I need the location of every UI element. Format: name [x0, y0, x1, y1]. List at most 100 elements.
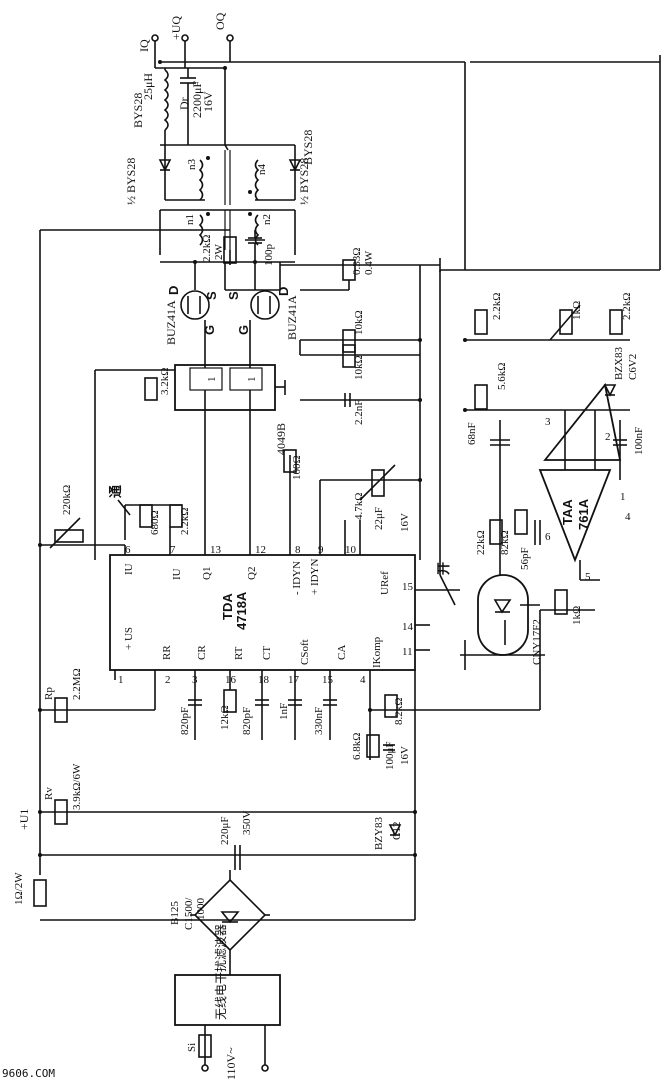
resistor-1k-b: [554, 589, 568, 615]
label-r1k-b: 1kΩ: [571, 606, 583, 625]
resistor-100: [283, 449, 297, 473]
label-d-left: D: [166, 286, 181, 295]
label-tda: TDA: [220, 593, 235, 620]
op-pin-3: 3: [545, 416, 551, 428]
label-taa: TAA: [560, 499, 575, 525]
label-4049b: 4049B: [274, 423, 288, 455]
label-d-right: D: [276, 287, 291, 296]
trimpot-1k: [559, 309, 573, 335]
label-cap-out-v: 16V: [201, 91, 215, 112]
label-r220k: 220kΩ: [61, 485, 73, 515]
resistor-22k: [489, 519, 503, 545]
label-r22k-top: 2.2kΩ: [491, 293, 503, 320]
label-2w: 2W: [213, 244, 225, 261]
label-s-right: S: [226, 291, 241, 300]
label-c68n: 68nF: [466, 422, 478, 445]
label-r680: 680Ω: [149, 510, 161, 535]
output-filter: [160, 68, 230, 146]
mosfets: [180, 258, 441, 360]
label-c1500: C1500/: [183, 897, 195, 930]
label-bys28-right: BYS28: [301, 130, 315, 165]
pin-cr: CR: [196, 645, 208, 660]
label-rp: Rp: [43, 687, 55, 700]
label-r32k: 3.2kΩ: [159, 368, 171, 395]
label-r82k-b: 8.2kΩ: [393, 698, 405, 725]
label-c16v: 16V: [399, 513, 411, 532]
bridge-rectifier: [190, 870, 270, 975]
label-n3: n3: [186, 159, 198, 171]
label-dr: Dr: [177, 97, 191, 110]
label-r10k-b: 10kΩ: [353, 355, 365, 380]
resistor-82k: [514, 509, 528, 535]
label-r39k: 3.9kΩ/6W: [71, 763, 83, 810]
label-c330n: 330nF: [313, 707, 325, 735]
pin-num-14: 14: [402, 621, 414, 633]
pin-num-18: 18: [258, 674, 270, 686]
inverter-4049: [174, 360, 286, 555]
label-u1: +U1: [17, 809, 31, 830]
label-guan: 通: [108, 485, 123, 498]
label-bzx83: BZX83: [613, 347, 625, 381]
label-c100n: 100nF: [633, 427, 645, 455]
op-pin-1: 1: [620, 491, 626, 503]
label-bys28-right2: ½ BYS28: [297, 158, 311, 205]
watermark: 9606.COM: [2, 1067, 55, 1080]
label-c22n: 2.2nF: [353, 400, 365, 425]
pin-ca: CA: [336, 645, 348, 660]
opamp-taa761a: [538, 382, 627, 581]
label-r22k-op: 22kΩ: [475, 530, 487, 555]
label-r22m: 2.2MΩ: [71, 668, 83, 700]
fuse: [198, 1034, 212, 1058]
pin-num-15: 15: [402, 581, 414, 593]
label-filter: 无线电干扰滤波器: [214, 924, 228, 1020]
pin-rt: RT: [233, 646, 245, 660]
label-c820b: 820pF: [241, 707, 253, 735]
pin-iu-a: IU: [123, 563, 135, 575]
resistor-5k6: [474, 384, 488, 410]
label-r68k: 6.8kΩ: [351, 733, 363, 760]
resistor-3k2: [144, 377, 158, 401]
pin-num-4: 4: [360, 674, 366, 686]
label-bys28-left: ½ BYS28: [124, 158, 138, 205]
pin-rr: RR: [161, 645, 173, 660]
pin-ikomp: IKomp: [371, 636, 383, 668]
pin-idyn-pos: + IDYN: [309, 558, 321, 595]
pin-num-6: 6: [125, 544, 131, 556]
trimpot-4k7: [371, 469, 385, 497]
op-pin-4: 4: [625, 511, 631, 523]
label-c1n: 1nF: [278, 703, 290, 720]
label-c100u: 100μF: [384, 741, 396, 770]
pin-num-13: 13: [210, 544, 222, 556]
label-r033: 0.33Ω: [351, 248, 363, 275]
label-iq: IQ: [137, 39, 151, 52]
emi-filter: [174, 974, 281, 1026]
pin-num-10: 10: [345, 544, 357, 556]
op-pin-6: 6: [545, 531, 551, 543]
label-rv: Rv: [43, 787, 55, 800]
label-bzy83: BZY83: [373, 817, 385, 851]
label-uq: +UQ: [169, 16, 183, 40]
label-c350v: 350V: [241, 811, 253, 836]
pin-num-15b: 15: [322, 674, 334, 686]
resistor-6k8: [366, 734, 380, 758]
label-mains: 110V~: [224, 1047, 238, 1080]
label-inv1: 1: [206, 377, 218, 383]
label-inv2: 1: [246, 377, 258, 383]
label-n1: n1: [184, 214, 196, 225]
pin-num-2: 2: [165, 674, 171, 686]
pot-220k: [54, 529, 84, 543]
label-25uh: 25μH: [141, 73, 155, 100]
label-r04w: 0.4W: [363, 250, 375, 275]
label-cap-out: 2200μF: [190, 81, 204, 118]
label-r1ohm: 1Ω/2W: [13, 872, 25, 905]
op-pin-5: 5: [585, 571, 591, 583]
label-c100u-v: 16V: [399, 746, 411, 765]
pin-num-1: 1: [118, 674, 124, 686]
label-r56k: 5.6kΩ: [496, 363, 508, 390]
resistor-2k2-a: [474, 309, 488, 335]
op-pin-2: 2: [605, 431, 611, 443]
pin-num-17: 17: [288, 674, 300, 686]
label-1000: 1000: [195, 898, 207, 921]
